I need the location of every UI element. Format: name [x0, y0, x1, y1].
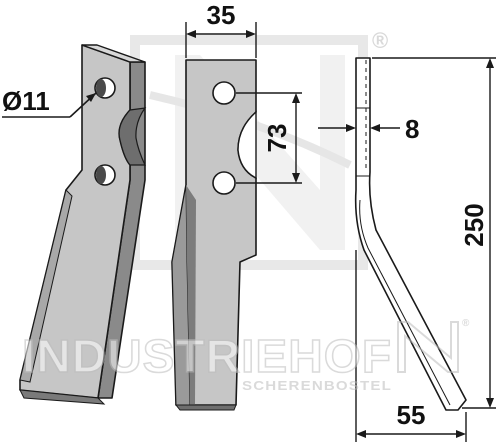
watermark-small-registered: ®: [462, 318, 470, 329]
dimension-width-top: 35: [185, 0, 257, 58]
blade-tip-edge: [19, 389, 106, 405]
dimension-hole-spacing: 73: [236, 92, 302, 184]
front-view-tip: [174, 404, 237, 411]
width-arrow-left: [186, 30, 196, 38]
spacing-arrow-bottom: [292, 173, 300, 183]
spacing-arrow-top: [292, 93, 300, 103]
watermark-small-logo: [397, 321, 459, 373]
length-arrow-bottom: [486, 398, 494, 408]
dimension-hole-diameter: Ø11: [2, 86, 97, 118]
hole-leader-arrow: [86, 93, 96, 102]
blade-hole-lower-shadow: [96, 166, 106, 184]
blade-perspective-view: [19, 44, 147, 405]
front-view-hole-upper: [212, 81, 236, 105]
front-view-hole-lower: [212, 171, 236, 195]
dimension-length: 250: [372, 57, 496, 409]
offset-width-label: 55: [397, 400, 426, 430]
blade-hole-upper-shadow: [96, 79, 106, 97]
dimension-offset-width: 55: [355, 250, 467, 442]
hole-spacing-label: 73: [262, 124, 292, 153]
watermark-brand: INDUSTRIEHOF: [22, 330, 392, 382]
watermark-registered-mark: ®: [372, 28, 388, 53]
blade-notch: [118, 107, 147, 166]
thickness-arrow-right: [370, 124, 380, 132]
thickness-label: 8: [405, 114, 419, 144]
width-top-label: 35: [207, 0, 236, 30]
watermark-text: INDUSTRIEHOF SCHERENBOSTEL ®: [21, 318, 470, 393]
watermark-location: SCHERENBOSTEL: [242, 378, 392, 393]
front-view-notch: [237, 110, 257, 180]
width-arrow-right: [246, 30, 256, 38]
blade-front-view: [171, 59, 257, 411]
length-label: 250: [459, 203, 489, 246]
front-view-bevel-ridge: [186, 185, 196, 405]
length-arrow-top: [486, 58, 494, 68]
blade-top-bevel: [81, 44, 146, 63]
hole-diameter-label: Ø11: [2, 86, 50, 116]
offset-arrow-right: [456, 430, 466, 438]
thickness-arrow-left: [346, 124, 356, 132]
side-view-bevel-line: [359, 199, 451, 406]
offset-arrow-left: [356, 430, 366, 438]
dimension-thickness: 8: [318, 114, 419, 144]
blade-cutting-bevel: [19, 189, 73, 383]
